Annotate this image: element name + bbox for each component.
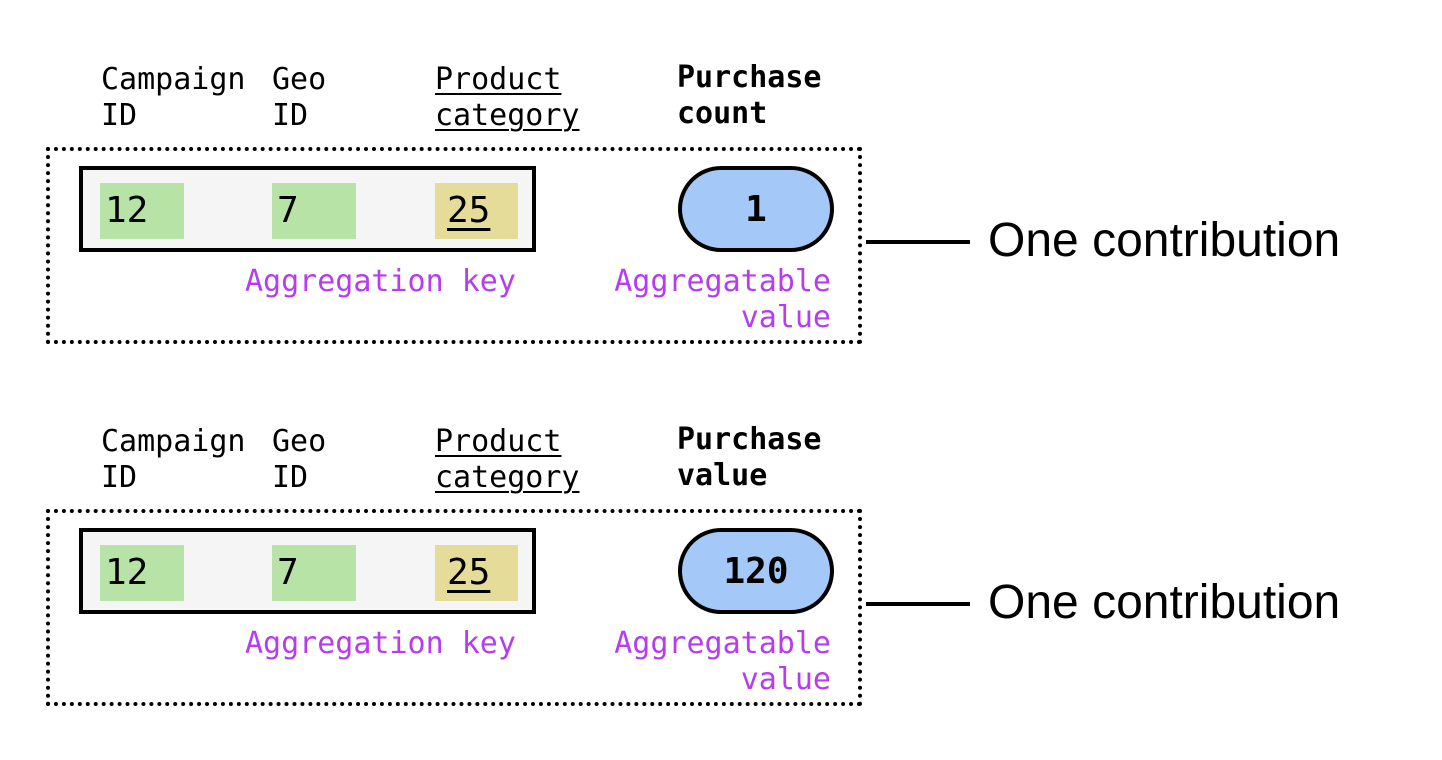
aggregatable-value-label: Aggregatable value <box>614 264 831 335</box>
connector-line <box>866 240 970 244</box>
header-campaign-id: Campaign ID <box>101 424 246 495</box>
aggregatable-value-label: Aggregatable value <box>614 626 831 697</box>
one-contribution-label: One contribution <box>988 214 1341 267</box>
header-campaign-id: Campaign ID <box>101 62 246 133</box>
one-contribution-label: One contribution <box>988 576 1341 629</box>
header-product-category: Product category <box>435 424 580 495</box>
contribution-dotted-frame <box>46 509 862 706</box>
aggregation-key-label: Aggregation key <box>245 626 516 661</box>
key-cell-geo-id: 7 <box>272 545 356 601</box>
key-cell-product-category: 25 <box>435 545 518 601</box>
connector-line <box>866 602 970 606</box>
header-purchase-value: Purchase value <box>677 422 822 493</box>
contribution-block-value: Campaign ID Geo ID Product category Purc… <box>0 362 1442 732</box>
aggregatable-value-pill: 1 <box>678 166 834 252</box>
key-cell-product-value: 25 <box>447 552 491 593</box>
header-product-category: Product category <box>435 62 580 133</box>
aggregation-key-label: Aggregation key <box>245 264 516 299</box>
contribution-block-count: Campaign ID Geo ID Product category Purc… <box>0 0 1442 370</box>
header-geo-id: Geo ID <box>272 62 327 133</box>
contribution-dotted-frame <box>46 147 862 344</box>
key-cell-product-category: 25 <box>435 183 518 239</box>
key-cell-geo-id: 7 <box>272 183 356 239</box>
key-cell-product-value: 25 <box>447 190 491 231</box>
aggregatable-value-pill: 120 <box>678 528 834 614</box>
key-cell-campaign-id: 12 <box>100 545 184 601</box>
header-geo-id: Geo ID <box>272 424 327 495</box>
header-purchase-count: Purchase count <box>677 60 822 131</box>
key-cell-campaign-id: 12 <box>100 183 184 239</box>
